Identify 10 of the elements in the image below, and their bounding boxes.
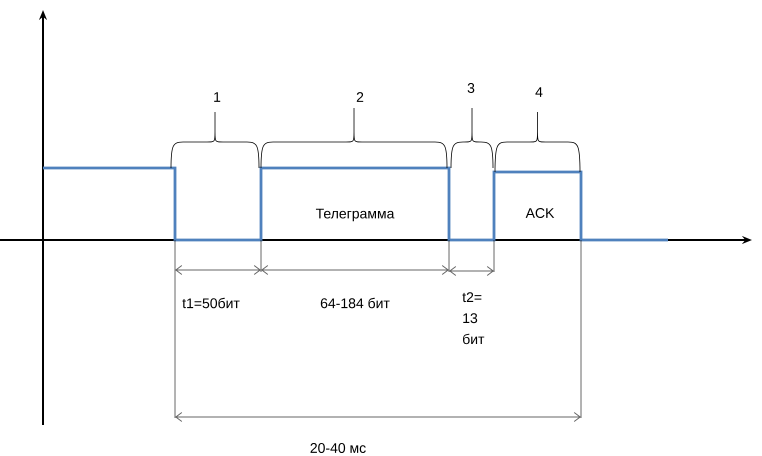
duration-label: t2= 13 бит <box>462 292 484 344</box>
segment-number: 3 <box>468 83 474 93</box>
segment-label: ACK <box>526 208 554 218</box>
segment-label: Телеграмма <box>316 208 394 222</box>
segment-number: 2 <box>356 92 364 102</box>
duration-label: 20-40 мс <box>310 443 366 453</box>
duration-label: 64-184 бит <box>320 298 390 308</box>
segment-number: 1 <box>214 92 220 102</box>
duration-label: t1=50бит <box>182 298 240 308</box>
segment-number: 4 <box>535 87 542 97</box>
